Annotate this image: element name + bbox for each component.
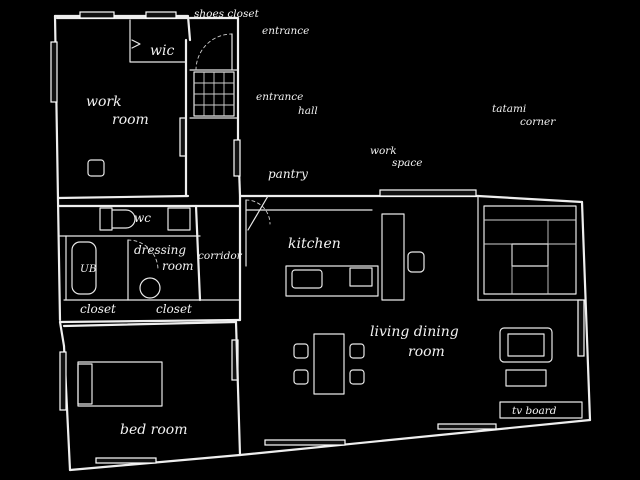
window-top-left xyxy=(79,11,115,19)
label-dressing-2: room xyxy=(162,259,194,273)
window-living-right xyxy=(577,299,585,357)
dining-chair-1 xyxy=(293,343,309,359)
label-shoes-closet: shoes closet xyxy=(194,8,260,20)
bed xyxy=(77,361,163,407)
label-closet-right: closet xyxy=(156,302,192,316)
dining-table xyxy=(313,333,345,395)
label-entrance-hall-2: hall xyxy=(298,105,318,117)
interior-walls xyxy=(56,19,583,457)
wc-sink xyxy=(167,207,191,231)
label-wic: wic xyxy=(150,43,174,59)
label-pantry: pantry xyxy=(268,167,308,181)
label-corridor: corridor xyxy=(198,250,243,262)
window-bottom-mid xyxy=(264,439,346,446)
label-dressing-1: dressing xyxy=(134,243,186,257)
label-kitchen: kitchen xyxy=(288,236,341,252)
label-work-room-2: room xyxy=(112,112,149,128)
window-hall xyxy=(233,139,241,177)
bathtub xyxy=(71,241,97,295)
kitchen-stove xyxy=(349,267,373,287)
tatami-frame xyxy=(483,205,577,295)
entrance-tiles xyxy=(193,71,235,117)
work-room-chair xyxy=(87,159,105,177)
windows xyxy=(50,11,585,464)
kitchen-sink xyxy=(291,269,323,289)
label-closet-left: closet xyxy=(80,302,116,316)
tv-board xyxy=(499,401,583,419)
window-bedroom-left xyxy=(59,351,67,411)
label-living-2: room xyxy=(408,344,445,360)
kitchen-counter xyxy=(285,265,379,297)
label-work-space-2: space xyxy=(392,157,422,169)
label-tatami-2: corner xyxy=(520,116,556,128)
window-living-bottom xyxy=(437,423,497,430)
label-bed-room: bed room xyxy=(120,422,187,438)
label-tatami-1: tatami xyxy=(492,103,526,115)
label-living-1: living dining xyxy=(370,324,459,340)
dining-chair-3 xyxy=(349,343,365,359)
label-entrance-hall-1: entrance xyxy=(256,91,303,103)
tatami-center xyxy=(511,243,549,267)
label-work-room-1: work xyxy=(86,94,122,110)
washbasin xyxy=(139,277,161,299)
label-work-space-1: work xyxy=(370,145,397,157)
label-tv-board: tv board xyxy=(512,405,557,417)
work-space-desk xyxy=(381,213,405,301)
doors xyxy=(127,33,271,271)
window-top-mid xyxy=(145,11,177,19)
window-kitchen-top xyxy=(379,189,477,197)
sofa-seat xyxy=(507,333,545,357)
wic-shelf xyxy=(131,39,141,49)
label-entrance: entrance xyxy=(262,25,309,37)
room-labels: shoes closet entrance wic work room entr… xyxy=(80,8,557,438)
coffee-table xyxy=(505,369,547,387)
dining-chair-4 xyxy=(349,369,365,385)
toilet-bowl xyxy=(111,209,136,229)
dining-chair-2 xyxy=(293,369,309,385)
label-wc: wc xyxy=(134,211,151,225)
work-space-chair xyxy=(407,251,425,273)
sofa xyxy=(499,327,553,363)
fixtures xyxy=(71,39,583,419)
toilet-tank xyxy=(99,207,113,231)
label-ub: UB xyxy=(80,263,97,275)
bed-pillow xyxy=(77,363,93,405)
window-work-room xyxy=(50,41,58,103)
window-bedroom-bottom xyxy=(95,457,157,464)
